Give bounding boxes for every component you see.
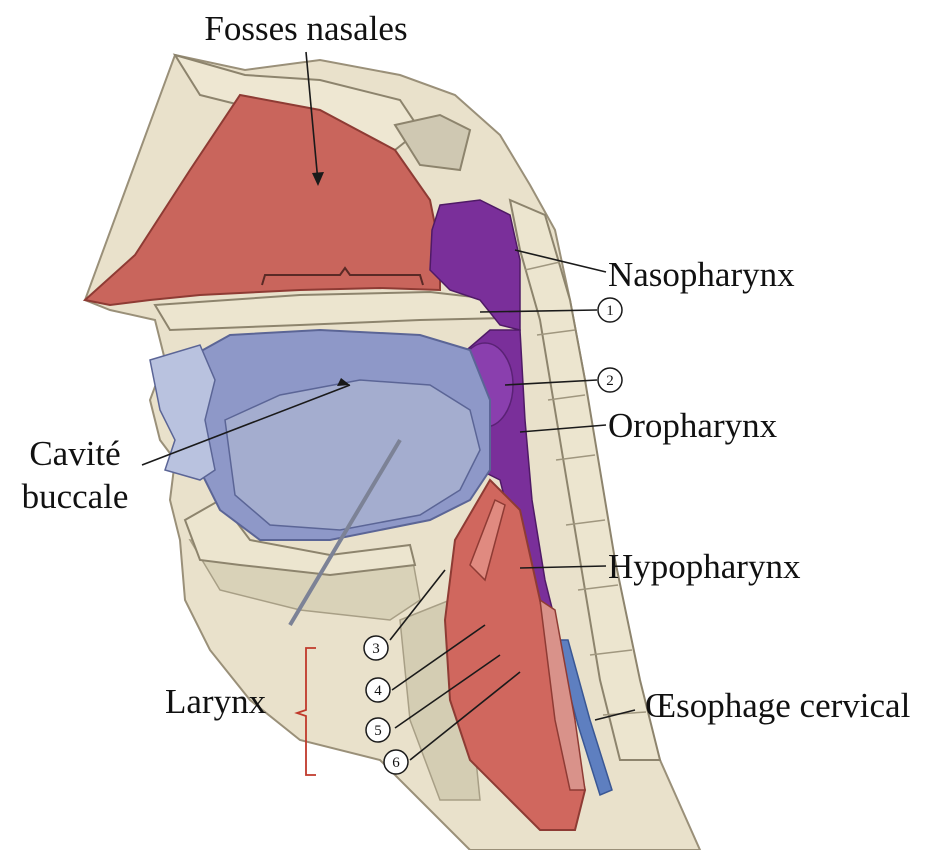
marker-5-label: 5 <box>374 723 382 739</box>
marker-3: 3 <box>364 636 388 660</box>
marker-1: 1 <box>598 298 622 322</box>
marker-6-label: 6 <box>392 755 400 771</box>
label-oropharynx: Oropharynx <box>608 406 778 445</box>
label-oesophage-cervical: Œsophage cervical <box>645 686 911 725</box>
label-buccale: buccale <box>22 477 129 516</box>
marker-4: 4 <box>366 678 390 702</box>
label-larynx: Larynx <box>165 682 267 721</box>
marker-3-label: 3 <box>372 641 380 657</box>
label-hypopharynx: Hypopharynx <box>608 547 801 586</box>
label-fosses-nasales: Fosses nasales <box>204 9 407 48</box>
marker-5: 5 <box>366 718 390 742</box>
marker-1-label: 1 <box>606 303 614 319</box>
marker-6: 6 <box>384 750 408 774</box>
label-cavite: Cavité <box>29 434 120 473</box>
marker-2-label: 2 <box>606 373 614 389</box>
marker-4-label: 4 <box>374 683 382 699</box>
label-nasopharynx: Nasopharynx <box>608 255 795 294</box>
marker-2: 2 <box>598 368 622 392</box>
